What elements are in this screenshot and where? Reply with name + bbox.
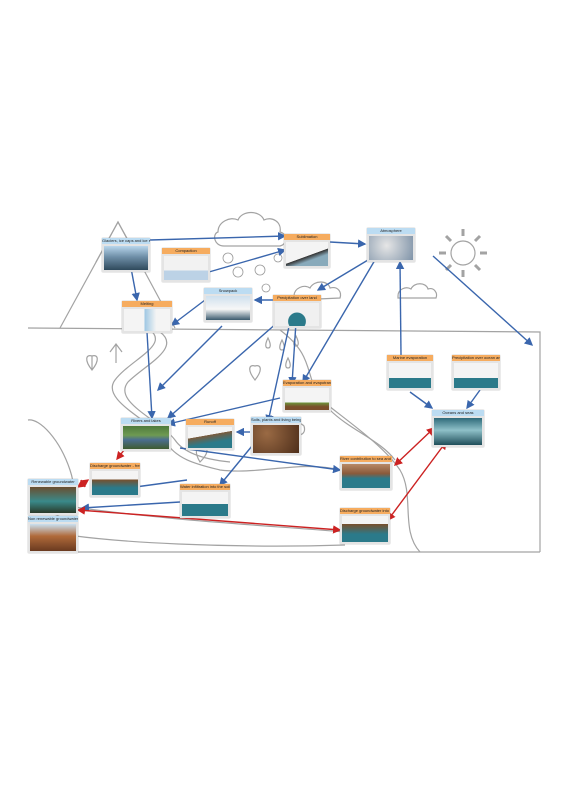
node-atmosphere: Atmosphere [367, 228, 415, 262]
node-label: Compaction [162, 248, 210, 254]
river-discharge-icon [342, 464, 390, 488]
node-label: Non renewable groundwater [28, 516, 78, 522]
node-label: Precipitation over land [273, 295, 321, 301]
node-oceans-seas: Oceans and seas [432, 410, 484, 447]
node-runoff: Runoff [186, 419, 234, 450]
node-label: Oceans and seas [432, 410, 484, 416]
runoff-icon [188, 427, 232, 448]
node-discharge-sea: Discharge groundwater into the sea [340, 508, 390, 544]
node-label: Runoff [186, 419, 234, 425]
node-river-discharge: River contribution to sea and ocean [340, 456, 392, 490]
raindrop-icon [265, 334, 299, 369]
node-label: Discharge groundwater - fresh [90, 463, 140, 469]
ocean-photo [434, 418, 482, 445]
node-precipitation-ocean: Precipitation over ocean and sea [452, 355, 500, 390]
node-marine-evaporation: Marine evaporation [387, 355, 433, 390]
evapotranspiration-icon [285, 388, 329, 410]
melting-icon [124, 309, 170, 331]
compaction-icon [164, 256, 208, 280]
node-soils: Soils, plants and living beings [251, 417, 301, 455]
node-renewable-groundwater: Renewable groundwater [28, 479, 78, 515]
node-label: Glaciers, ice caps and ice sheets [102, 238, 150, 244]
precipitation-icon [275, 303, 319, 326]
node-label: Evaporation and evapotranspiration [283, 380, 331, 386]
node-label: Water infiltration into the soil [180, 484, 230, 490]
node-snowpack: Snowpack [204, 288, 252, 322]
node-label: Discharge groundwater into the sea [340, 508, 390, 514]
soils-photo [253, 425, 299, 453]
ground-line [27, 327, 541, 552]
node-label: Snowpack [204, 288, 252, 294]
node-label: Soils, plants and living beings [251, 417, 301, 423]
nonrenewable-groundwater-photo [30, 524, 76, 551]
node-discharge-fresh: Discharge groundwater - fresh [90, 463, 140, 497]
snowflake-icon [222, 252, 283, 293]
snowpack-photo [206, 296, 250, 320]
node-label: Atmosphere [367, 228, 415, 234]
precipitation-ocean-icon [454, 363, 498, 388]
node-label: Rivers and lakes [121, 418, 171, 424]
renewable-groundwater-photo [30, 487, 76, 513]
node-nonrenewable-groundwater: Non renewable groundwater [28, 516, 78, 553]
node-label: Precipitation over ocean and sea [452, 355, 500, 361]
node-rivers-lakes: Rivers and lakes [121, 418, 171, 451]
node-compaction: Compaction [162, 248, 210, 282]
node-label: Sublimation [284, 234, 330, 240]
discharge-fresh-icon [92, 471, 138, 495]
glacier-photo [104, 246, 148, 270]
atmosphere-photo [369, 236, 413, 260]
marine-evaporation-icon [389, 363, 431, 388]
node-label: Renewable groundwater [28, 479, 78, 485]
discharge-sea-icon [342, 516, 388, 542]
node-precipitation-land: Precipitation over land [273, 295, 321, 328]
infiltration-icon [182, 492, 228, 516]
node-label: Melting [122, 301, 172, 307]
node-evapotranspiration: Evaporation and evapotranspiration [283, 380, 331, 412]
node-melting: Melting [122, 301, 172, 333]
node-sublimation: Sublimation [284, 234, 330, 268]
node-glaciers: Glaciers, ice caps and ice sheets [102, 238, 150, 272]
sublimation-icon [286, 242, 328, 266]
node-label: River contribution to sea and ocean [340, 456, 392, 462]
sun-icon [450, 240, 476, 266]
node-water-infiltration: Water infiltration into the soil [180, 484, 230, 518]
node-label: Marine evaporation [387, 355, 433, 361]
cloud-outline [214, 211, 287, 247]
rivers-photo [123, 426, 169, 449]
